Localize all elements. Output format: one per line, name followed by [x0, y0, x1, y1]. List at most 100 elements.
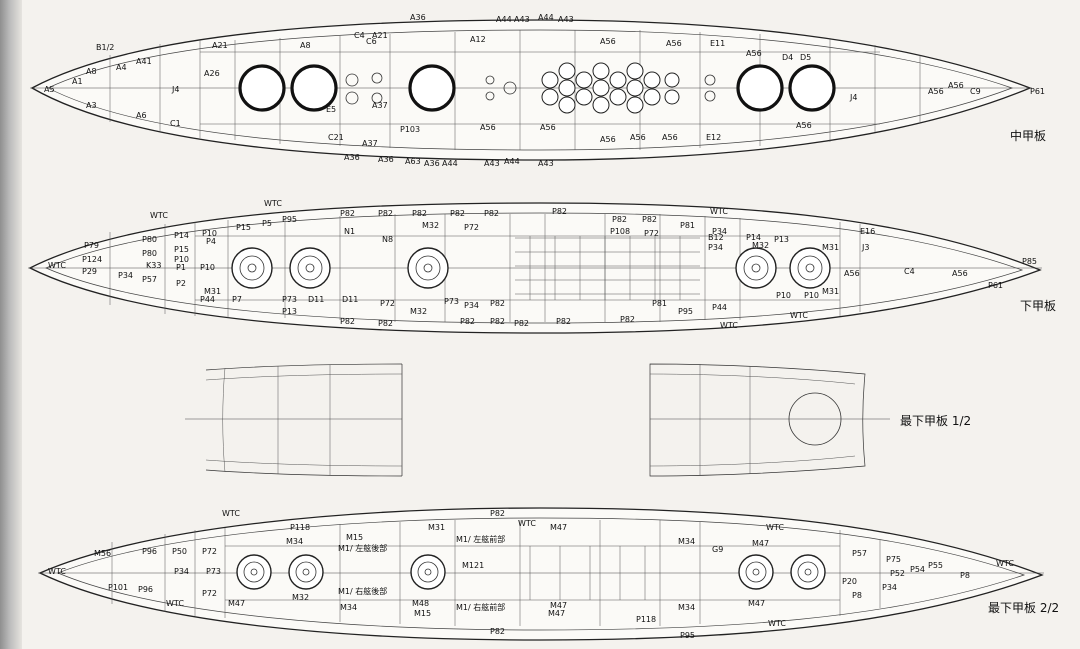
room-label: M1/ 左舷前部 — [456, 534, 505, 544]
room-label: P8 — [960, 571, 970, 580]
room-label: P20 — [842, 577, 857, 586]
room-label: P82 — [620, 315, 635, 324]
room-label: P10 — [804, 291, 819, 300]
room-label: P95 — [678, 307, 693, 316]
room-label: P72 — [464, 223, 479, 232]
room-label: M32 — [292, 593, 309, 602]
middle-deck-plan — [30, 19, 1032, 161]
room-label: P10 — [200, 263, 215, 272]
caption-lowest-deck-1: 最下甲板 1/2 — [900, 414, 971, 428]
room-label: E16 — [860, 227, 875, 236]
room-label: P52 — [890, 569, 905, 578]
room-label: A43 — [558, 15, 574, 24]
room-label: WTC — [766, 523, 784, 532]
room-label: P2 — [176, 279, 186, 288]
room-label: A36 — [378, 155, 394, 164]
room-label: WTC — [166, 599, 184, 608]
room-label: P1 — [176, 263, 186, 272]
room-label: P95 — [680, 631, 695, 640]
room-label: M31 — [822, 243, 839, 252]
room-label: P34 — [118, 271, 133, 280]
room-label: A44 — [442, 159, 458, 168]
room-label: M34 — [678, 537, 695, 546]
room-label: P72 — [202, 589, 217, 598]
caption-lower-deck: 下甲板 — [1020, 299, 1056, 313]
room-label: M56 — [94, 549, 111, 558]
room-label: C4 — [904, 267, 915, 276]
room-label: A56 — [948, 81, 964, 90]
room-label: WTC — [996, 559, 1014, 568]
room-label: A56 — [928, 87, 944, 96]
room-label: P44 — [200, 295, 215, 304]
room-label: WTC — [48, 567, 66, 576]
room-label: P82 — [490, 317, 505, 326]
room-label: A12 — [470, 35, 486, 44]
room-label: M32 — [422, 221, 439, 230]
room-label: M15 — [346, 533, 363, 542]
room-label: A44 — [504, 157, 520, 166]
room-label: A56 — [666, 39, 682, 48]
room-label: A56 — [480, 123, 496, 132]
room-label: A37 — [362, 139, 378, 148]
room-label: P7 — [232, 295, 242, 304]
room-label: P55 — [928, 561, 943, 570]
room-label: A36 — [344, 153, 360, 162]
room-label: P96 — [142, 547, 157, 556]
lower-deck-labels: WTC WTC WTC P15 P5 P95 P82 P82 P82 P82 P… — [48, 199, 1037, 330]
book-binding-shadow — [0, 0, 22, 649]
room-label: P82 — [378, 319, 393, 328]
room-label: P82 — [412, 209, 427, 218]
room-label: WTC — [264, 199, 282, 208]
room-label: A1 — [72, 77, 83, 86]
room-label: P82 — [340, 317, 355, 326]
room-label: P95 — [282, 215, 297, 224]
room-label: A56 — [662, 133, 678, 142]
room-label: M34 — [286, 537, 303, 546]
room-label: C1 — [170, 119, 181, 128]
room-label: K33 — [146, 261, 161, 270]
room-label: J4 — [849, 93, 857, 102]
room-label: P44 — [712, 303, 727, 312]
room-label: M15 — [414, 609, 431, 618]
room-label: M34 — [678, 603, 695, 612]
room-label: P13 — [774, 235, 789, 244]
room-label: WTC — [710, 207, 728, 216]
room-label: A6 — [136, 111, 147, 120]
room-label: A41 — [136, 57, 152, 66]
room-label: A26 — [204, 69, 220, 78]
room-label: J4 — [171, 85, 179, 94]
lowest-deck-labels: WTC P118 M31 P82 WTC M47 M34 G9 WTC M47 … — [48, 509, 1014, 640]
room-label: P73 — [282, 295, 297, 304]
room-label: P82 — [340, 209, 355, 218]
room-label: P82 — [642, 215, 657, 224]
room-label: P103 — [400, 125, 420, 134]
room-label: A5 — [44, 85, 55, 94]
room-label: P82 — [490, 299, 505, 308]
room-label: A21 — [212, 41, 228, 50]
room-label: P118 — [636, 615, 656, 624]
room-label: A44 — [538, 13, 554, 22]
room-label: WTC — [48, 261, 66, 270]
room-label: P96 — [138, 585, 153, 594]
room-label: M31 — [204, 287, 221, 296]
room-label: A43 — [484, 159, 500, 168]
room-label: P82 — [514, 319, 529, 328]
room-label: D11 — [308, 295, 324, 304]
room-label: P82 — [490, 627, 505, 636]
lowest-deck-plan-2 — [38, 507, 1044, 641]
room-label: P82 — [460, 317, 475, 326]
room-label: P10 — [776, 291, 791, 300]
room-label: P50 — [172, 547, 187, 556]
room-label: WTC — [720, 321, 738, 330]
room-label: P14 — [174, 231, 189, 240]
room-label: P61 — [988, 281, 1003, 290]
room-label: C9 — [970, 87, 981, 96]
room-label: P101 — [108, 583, 128, 592]
room-label: P72 — [202, 547, 217, 556]
room-label: P34 — [882, 583, 897, 592]
room-label: A8 — [300, 41, 311, 50]
room-label: A56 — [630, 133, 646, 142]
room-label: M31 — [428, 523, 445, 532]
room-label: N8 — [382, 235, 393, 244]
